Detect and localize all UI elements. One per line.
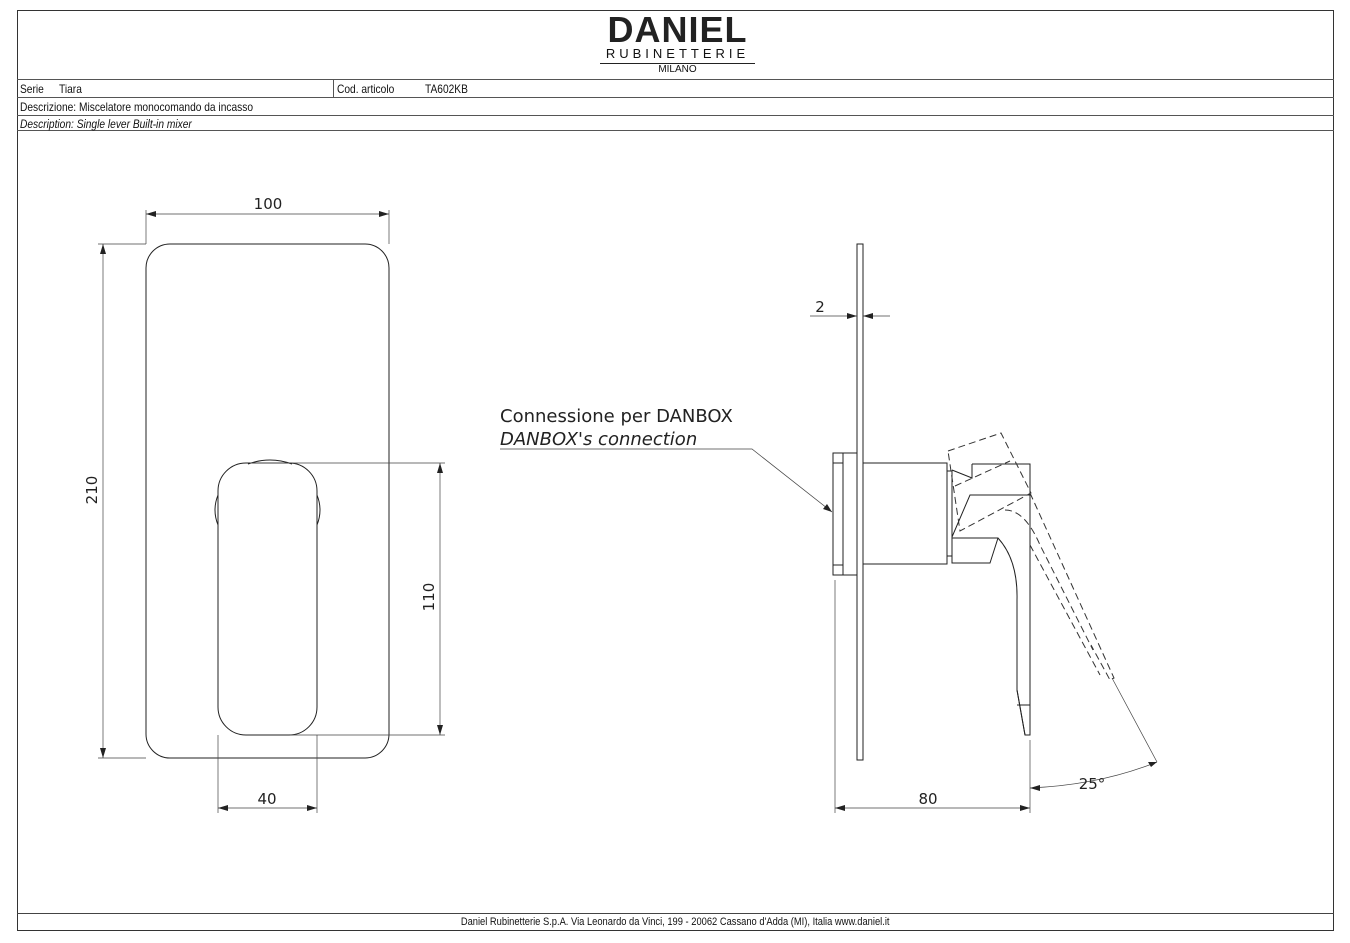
dim-width: 100 bbox=[254, 195, 283, 213]
code-label: Cod. articolo bbox=[337, 82, 395, 96]
side-body bbox=[862, 462, 948, 565]
serie-label: Serie bbox=[20, 82, 44, 96]
descr-en-row: Description: Single lever Built-in mixer bbox=[17, 115, 1334, 131]
dim-lever-width: 40 bbox=[257, 790, 276, 808]
danbox-connector bbox=[832, 452, 858, 576]
description-english: Description: Single lever Built-in mixer bbox=[20, 117, 192, 131]
dim-line-width bbox=[145, 210, 390, 244]
note-english: DANBOX's connection bbox=[500, 429, 697, 450]
dim-plate-thickness: 2 bbox=[815, 298, 825, 316]
serie-value: Tiara bbox=[59, 82, 82, 96]
front-lever bbox=[217, 462, 318, 736]
front-view: 100 210 110 40 bbox=[83, 195, 445, 813]
footer: Daniel Rubinetterie S.p.A. Via Leonardo … bbox=[17, 913, 1334, 931]
side-plate bbox=[856, 243, 864, 761]
descr-it-row: Descrizione: Miscelatore monocomando da … bbox=[17, 97, 1334, 115]
side-view: 2 80 25° Connessione per DANBOX DANBOX's… bbox=[500, 243, 1158, 813]
note-leader bbox=[500, 448, 833, 513]
serie-row: Serie Tiara Cod. articolo TA602KB bbox=[17, 79, 1334, 98]
logo-city: MILANO bbox=[658, 64, 697, 75]
front-plate bbox=[145, 243, 390, 759]
side-lever bbox=[951, 463, 1031, 736]
daniel-logo: DANIEL RUBINETTERIE MILANO bbox=[600, 9, 755, 76]
footer-address: Daniel Rubinetterie S.p.A. Via Leonardo … bbox=[461, 916, 890, 928]
dim-lever-height: 110 bbox=[420, 583, 438, 612]
description-italian: Descrizione: Miscelatore monocomando da … bbox=[20, 100, 254, 114]
code-value: TA602KB bbox=[425, 82, 468, 96]
lever-rotated-outline bbox=[947, 432, 1115, 681]
sheet-frame bbox=[17, 10, 1334, 931]
dim-depth: 80 bbox=[918, 790, 937, 808]
dim-angle: 25° bbox=[1079, 775, 1106, 793]
note-italian: Connessione per DANBOX bbox=[500, 406, 733, 427]
dim-height: 210 bbox=[83, 476, 101, 505]
logo-sub: RUBINETTERIE bbox=[600, 46, 755, 64]
logo-brand: DANIEL bbox=[607, 9, 748, 50]
